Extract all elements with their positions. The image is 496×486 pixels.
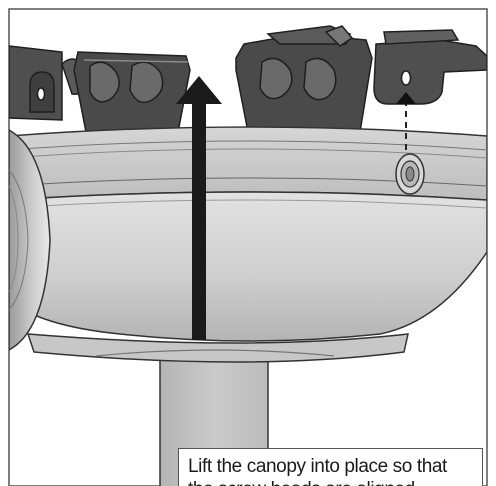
caption-line-1: Lift the canopy into place so that [188, 456, 447, 477]
mounting-bracket-left [9, 45, 191, 133]
motor-housing [9, 129, 51, 351]
caption-box: Lift the canopy into place so that the s… [178, 448, 483, 486]
screw-head-icon [395, 153, 425, 195]
up-arrow-icon [176, 76, 222, 340]
mounting-bracket-right [235, 25, 487, 133]
dashed-up-arrow-icon [396, 92, 416, 150]
caption-line-2: the screw heads are aligned [188, 478, 480, 486]
canopy [9, 126, 487, 363]
